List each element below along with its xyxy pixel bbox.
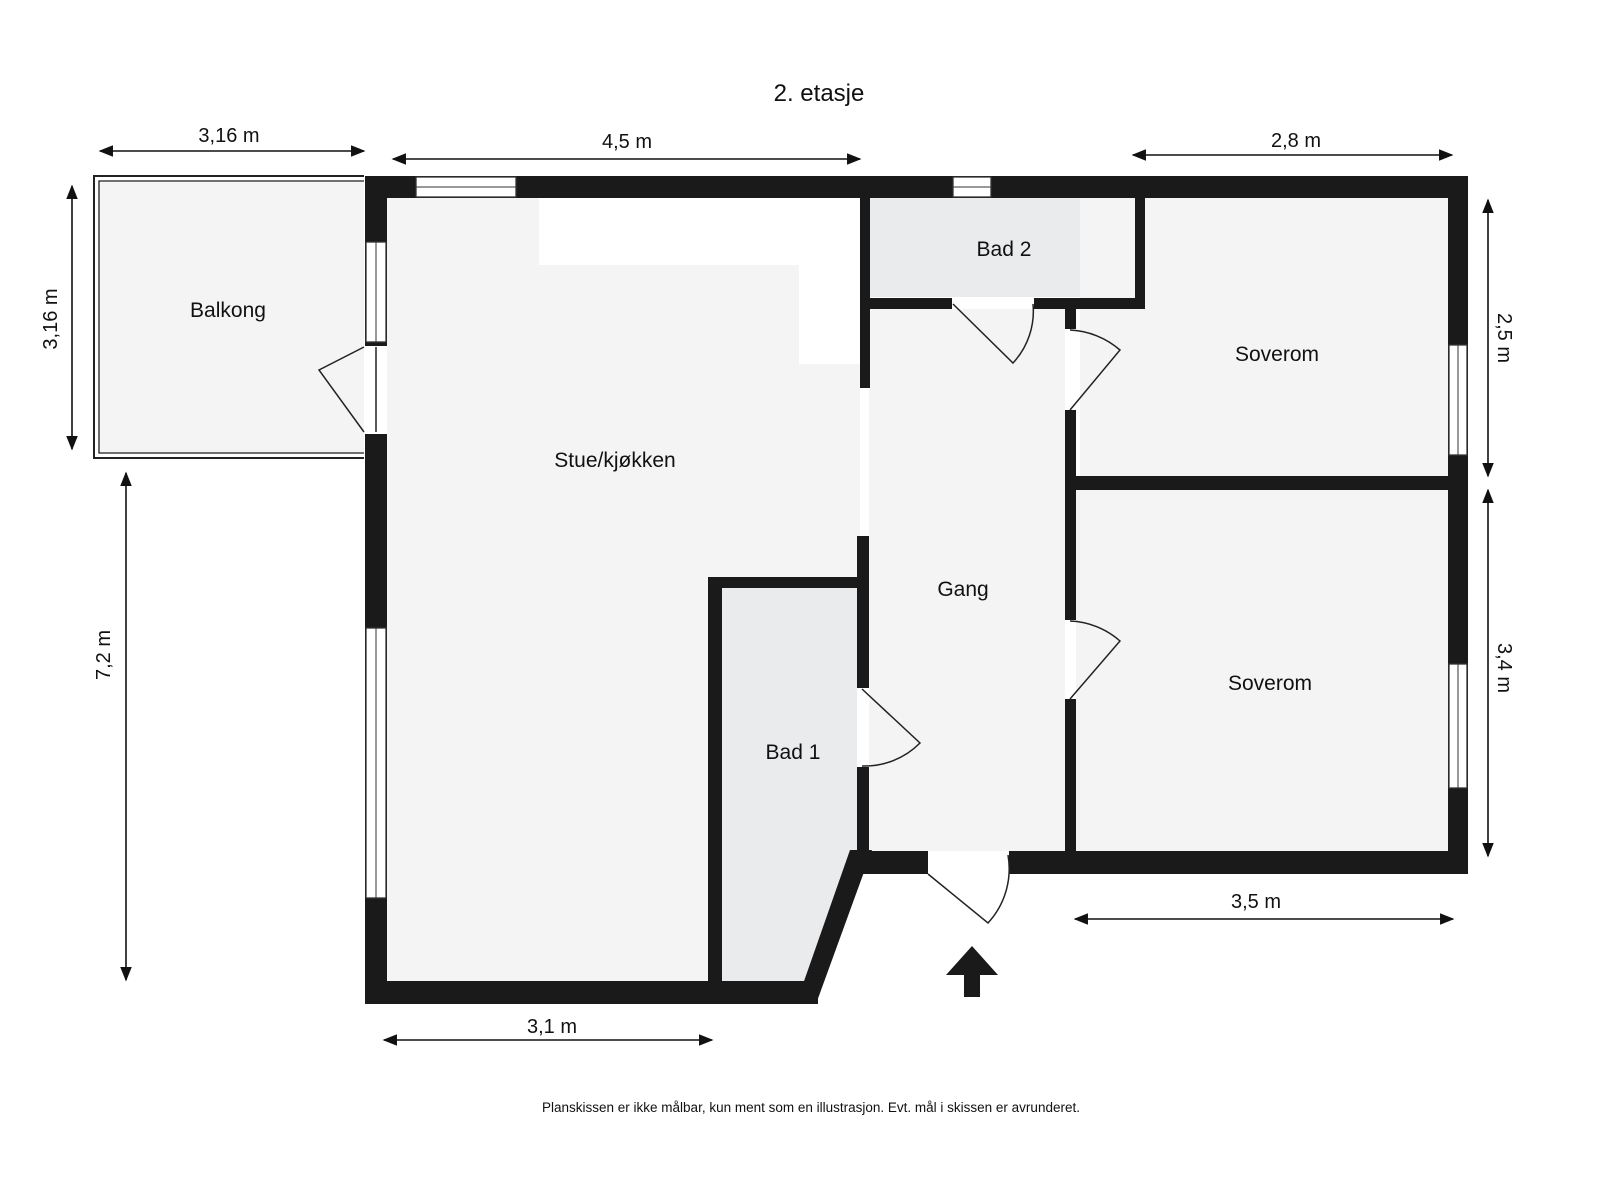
dimension-label: 3,16 m <box>198 125 259 147</box>
soverom2-floor <box>1076 490 1448 851</box>
window <box>365 627 387 899</box>
stue-floor <box>385 197 860 981</box>
balkong-outline <box>93 175 364 459</box>
wall <box>857 536 869 688</box>
wall <box>857 767 869 874</box>
room-label-bad2: Bad 2 <box>977 238 1032 261</box>
room-label-gang: Gang <box>937 578 988 601</box>
balkong-floor <box>98 180 364 454</box>
wall <box>708 577 869 588</box>
windows <box>365 176 1468 899</box>
dimension-label: 4,5 m <box>602 131 652 153</box>
doors <box>317 298 1122 925</box>
wall <box>365 176 1468 198</box>
page-title: 2. etasje <box>774 80 865 107</box>
window <box>1448 344 1468 456</box>
wall <box>708 577 722 1004</box>
room-label-balkong: Balkong <box>190 299 266 322</box>
window <box>952 176 992 198</box>
gang-floor <box>869 309 1065 853</box>
window <box>1448 663 1468 789</box>
bad1-floor <box>722 587 862 981</box>
dimension-label: 3,4 m <box>1493 643 1515 693</box>
wall <box>1065 699 1076 874</box>
dimension-label: 3,5 m <box>1231 891 1281 913</box>
dimension-label: 7,2 m <box>93 630 115 680</box>
dimension-label: 2,5 m <box>1493 313 1515 363</box>
floors <box>98 180 1448 981</box>
room-label-soverom-1: Soverom <box>1235 343 1319 366</box>
entrance-arrow-icon <box>946 946 998 997</box>
wall <box>1065 476 1468 490</box>
dimension-label: 2,8 m <box>1271 130 1321 152</box>
disclaimer: Planskissen er ikke målbar, kun ment som… <box>542 1100 1080 1115</box>
room-label-stue-kjokken: Stue/kjøkken <box>554 449 675 472</box>
wall <box>365 981 818 1004</box>
wall <box>1065 410 1076 620</box>
window <box>415 176 517 198</box>
window <box>365 241 387 343</box>
dimension-lines <box>66 145 1494 1046</box>
dimension-label: 3,16 m <box>40 288 62 349</box>
dimension-label: 3,1 m <box>527 1016 577 1038</box>
room-label-soverom-2: Soverom <box>1228 672 1312 695</box>
wall <box>860 198 870 388</box>
wall <box>1065 309 1076 329</box>
room-label-bad1: Bad 1 <box>766 741 821 764</box>
wall <box>1135 198 1145 309</box>
wall <box>796 850 872 1004</box>
